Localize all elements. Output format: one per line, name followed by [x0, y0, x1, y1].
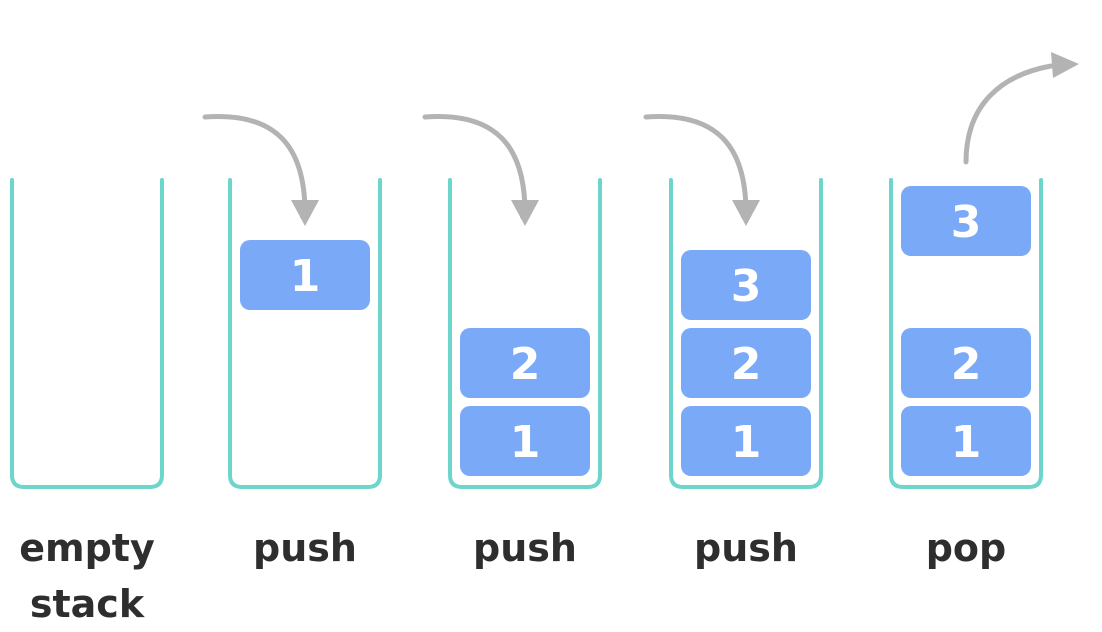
stack-item-4-1: 1	[681, 406, 811, 476]
stack-item-3-2: 2	[460, 328, 590, 398]
popped-item: 3	[901, 186, 1031, 256]
stack-item-5-2: 2	[901, 328, 1031, 398]
stack-item-4-2-box	[681, 328, 811, 398]
stage-label-5-line1: pop	[925, 526, 1007, 570]
push-arrow-4	[643, 114, 751, 218]
stack-item-5-2-value: 2	[951, 339, 982, 390]
stack-item-4-3-box	[681, 250, 811, 320]
stack-item-3-2-box	[460, 328, 590, 398]
stack-item-3-1-box	[460, 406, 590, 476]
stage-label-5: pop	[866, 520, 1066, 576]
stack-item-4-1-value: 1	[731, 417, 762, 468]
push-arrow-head-3	[511, 200, 539, 226]
push-arrow-3	[422, 114, 530, 218]
stage-label-1: empty stack	[0, 520, 187, 632]
stack-container-4	[669, 178, 823, 489]
stage-label-3-line1: push	[473, 526, 577, 570]
stage-label-1-line2: stack	[29, 582, 145, 626]
popped-item-value: 3	[951, 197, 982, 248]
popped-item-box	[901, 186, 1031, 256]
stack-container-3	[448, 178, 602, 489]
stack-item-3-1-value: 1	[510, 417, 541, 468]
stack-item-4-3-value: 3	[731, 261, 762, 312]
stack-container-1	[10, 178, 164, 489]
push-arrow-head-4	[732, 200, 760, 226]
stack-item-3-2-value: 2	[510, 339, 541, 390]
stack-item-3-1: 1	[460, 406, 590, 476]
stack-container-5	[889, 178, 1043, 489]
stack-item-5-1-box	[901, 406, 1031, 476]
stack-item-4-1-box	[681, 406, 811, 476]
stage-label-2-line1: push	[253, 526, 357, 570]
stack-item-5-2-box	[901, 328, 1031, 398]
push-arrow-2	[202, 114, 310, 218]
stack-item-2-1: 1	[240, 240, 370, 310]
stage-label-2: push	[205, 520, 405, 576]
stage-label-4: push	[646, 520, 846, 576]
stack-item-2-1-value: 1	[290, 251, 321, 302]
stack-item-2-1-box	[240, 240, 370, 310]
stack-item-4-2: 2	[681, 328, 811, 398]
stack-item-5-1: 1	[901, 406, 1031, 476]
stage-label-4-line1: push	[694, 526, 798, 570]
stack-item-4-3: 3	[681, 250, 811, 320]
pop-arrow	[963, 63, 1054, 165]
stack-item-5-1-value: 1	[951, 417, 982, 468]
stack-item-4-2-value: 2	[731, 339, 762, 390]
stack-container-2	[228, 178, 382, 489]
push-arrow-head-2	[291, 200, 319, 226]
stage-label-3: push	[425, 520, 625, 576]
stage-label-1-line1: empty	[19, 526, 155, 570]
pop-arrow-head	[1051, 52, 1079, 78]
